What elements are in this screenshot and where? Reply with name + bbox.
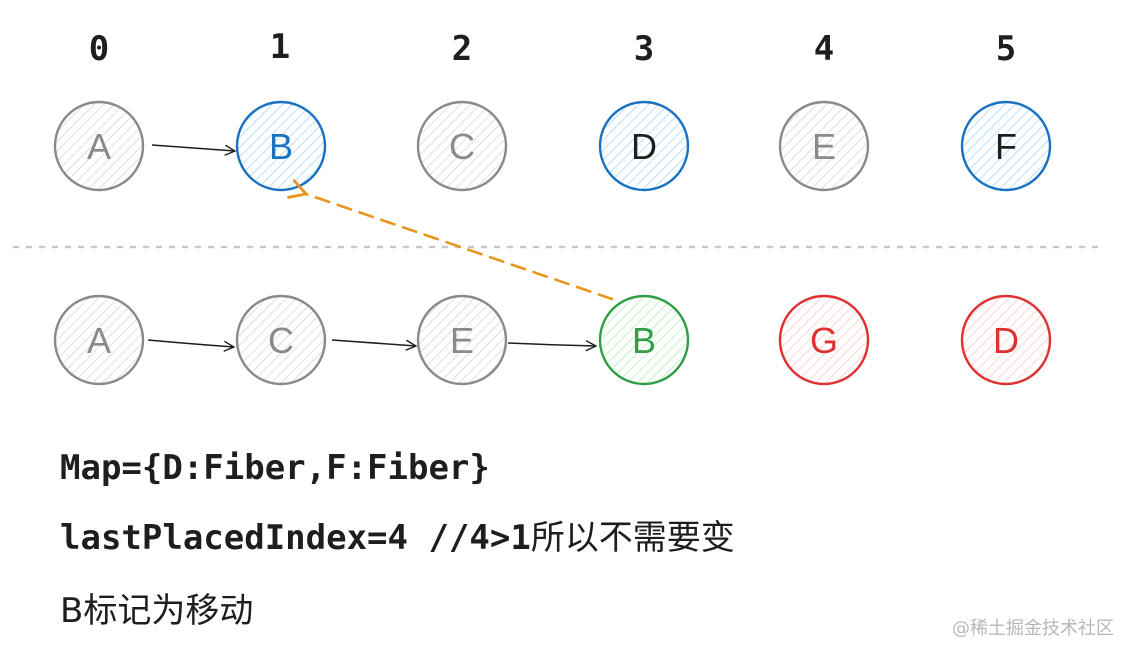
map-line: Map={D:Fiber,F:Fiber} [60,448,490,488]
new-node-c: C [235,294,327,386]
node-letter: A [87,126,111,167]
node-circle [960,100,1052,192]
move-note-line: B标记为移动 [60,591,254,631]
last-placed-note: 所以不需要变 [530,518,735,558]
node-letter: C [268,320,294,361]
node-letter: F [995,126,1017,167]
node-circle [778,100,870,192]
index-label-5: 5 [996,29,1016,69]
node-circle [416,100,508,192]
node-circle [598,100,690,192]
node-circle [960,294,1052,386]
reuse-arrow-b [287,179,614,301]
node-circle [778,294,870,386]
index-label-1: 1 [270,27,290,67]
node-letter: D [993,320,1019,361]
last-placed-index-line: lastPlacedIndex=4 //4>1所以不需要变 [60,510,735,559]
new-node-d: D [960,294,1052,386]
node-letter: E [812,126,836,167]
new-node-a: A [53,294,145,386]
node-letter: C [449,126,475,167]
last-placed-code: lastPlacedIndex=4 //4>1 [60,518,531,558]
old-fiber-row: A B C D E F [53,100,1052,192]
node-letter: D [631,126,657,167]
sibling-arrow-a-to-c [147,339,234,347]
index-label-0: 0 [89,29,109,69]
old-node-f: F [960,100,1052,192]
node-circle [53,294,145,386]
old-node-c: C [416,100,508,192]
old-node-b: B [235,100,327,192]
new-node-b: B [598,294,690,386]
node-letter: B [632,320,656,361]
index-label-2: 2 [452,29,472,69]
old-node-d: D [598,100,690,192]
sibling-arrow-c-to-e [331,339,416,346]
node-letter: G [810,320,838,361]
index-label-3: 3 [634,29,654,69]
sibling-arrow-a-to-b [151,144,235,151]
node-circle [598,294,690,386]
node-letter: B [269,126,293,167]
node-circle [235,294,327,386]
node-circle [235,100,327,192]
node-letter: A [87,320,111,361]
old-node-e: E [778,100,870,192]
new-children-row: A C E B G D [53,294,1052,386]
new-node-g: G [778,294,870,386]
node-circle [53,100,145,192]
index-labels: 0 1 2 3 4 5 [89,27,1016,69]
new-node-e: E [416,294,508,386]
sibling-arrow-e-to-b [507,343,596,346]
node-circle [416,294,508,386]
index-label-4: 4 [814,29,834,69]
watermark: @稀土掘金技术社区 [952,618,1114,639]
old-node-a: A [53,100,145,192]
node-letter: E [450,320,474,361]
